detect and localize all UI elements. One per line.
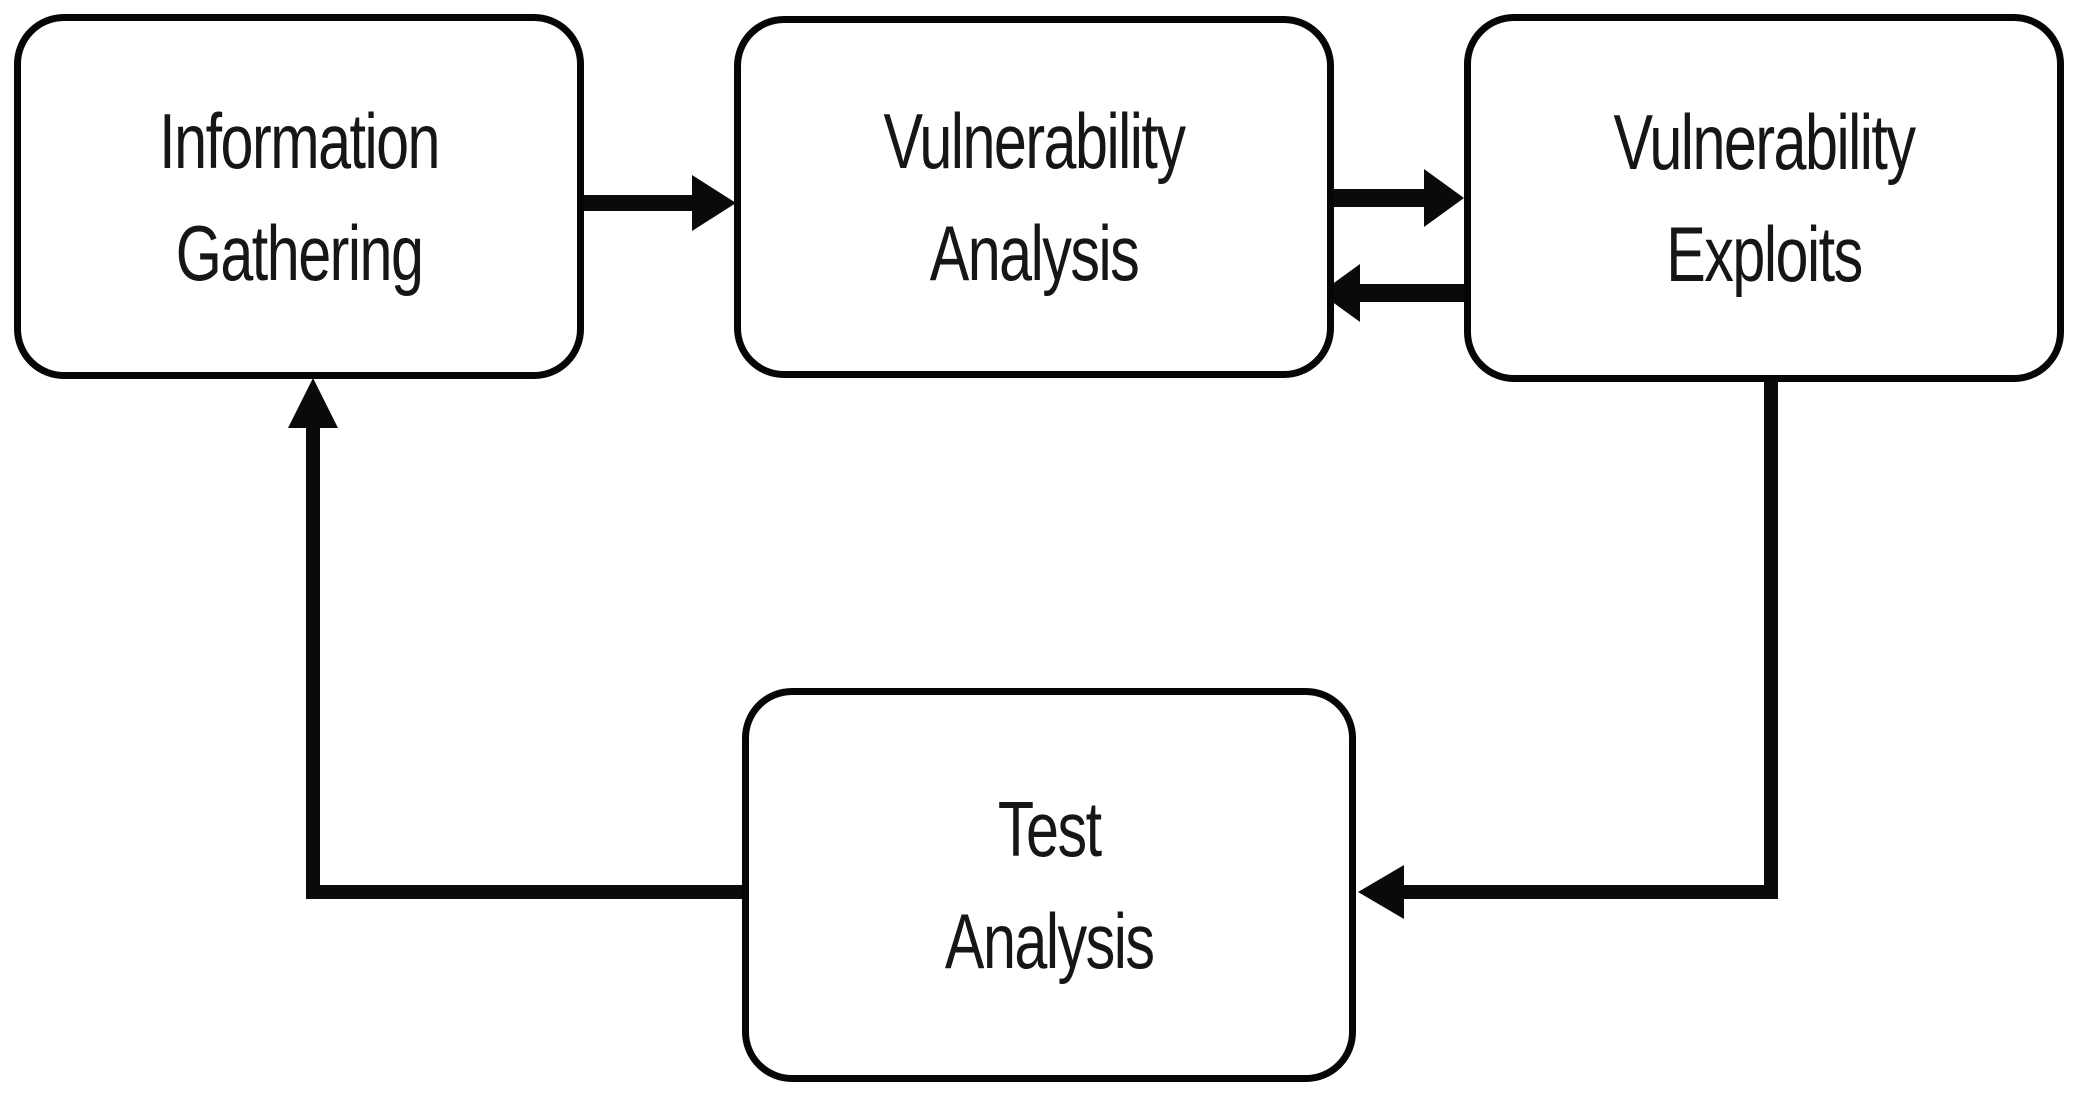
node-vulnerability-analysis-label: Vulnerability Analysis xyxy=(883,85,1186,309)
node-vulnerability-exploits-label: Vulnerability Exploits xyxy=(1613,86,1916,310)
node-label-line: Information xyxy=(159,96,440,185)
node-vulnerability-exploits: Vulnerability Exploits xyxy=(1464,14,2064,382)
arrow-vulnerability-analysis-to-vulnerability-exploits-icon xyxy=(1332,169,1464,227)
node-label-line: Analysis xyxy=(944,897,1155,985)
node-information-gathering: Information Gathering xyxy=(14,14,584,379)
node-test-analysis-label: Test Analysis xyxy=(944,773,1155,997)
node-label-line: Analysis xyxy=(929,209,1140,297)
arrow-test-analysis-to-information-gathering-icon xyxy=(288,378,744,899)
arrow-information-gathering-to-vulnerability-analysis-icon xyxy=(584,175,736,231)
node-test-analysis: Test Analysis xyxy=(742,688,1356,1082)
arrow-vulnerability-exploits-to-test-analysis-icon xyxy=(1358,380,1778,919)
node-label-line: Gathering xyxy=(175,208,424,297)
node-information-gathering-label: Information Gathering xyxy=(159,85,440,309)
node-vulnerability-analysis: Vulnerability Analysis xyxy=(734,16,1334,378)
node-label-line: Test xyxy=(997,785,1102,873)
arrow-vulnerability-exploits-to-vulnerability-analysis-icon xyxy=(1320,264,1466,322)
node-label-line: Vulnerability xyxy=(1613,98,1916,186)
node-label-line: Vulnerability xyxy=(883,97,1186,185)
node-label-line: Exploits xyxy=(1666,210,1863,298)
